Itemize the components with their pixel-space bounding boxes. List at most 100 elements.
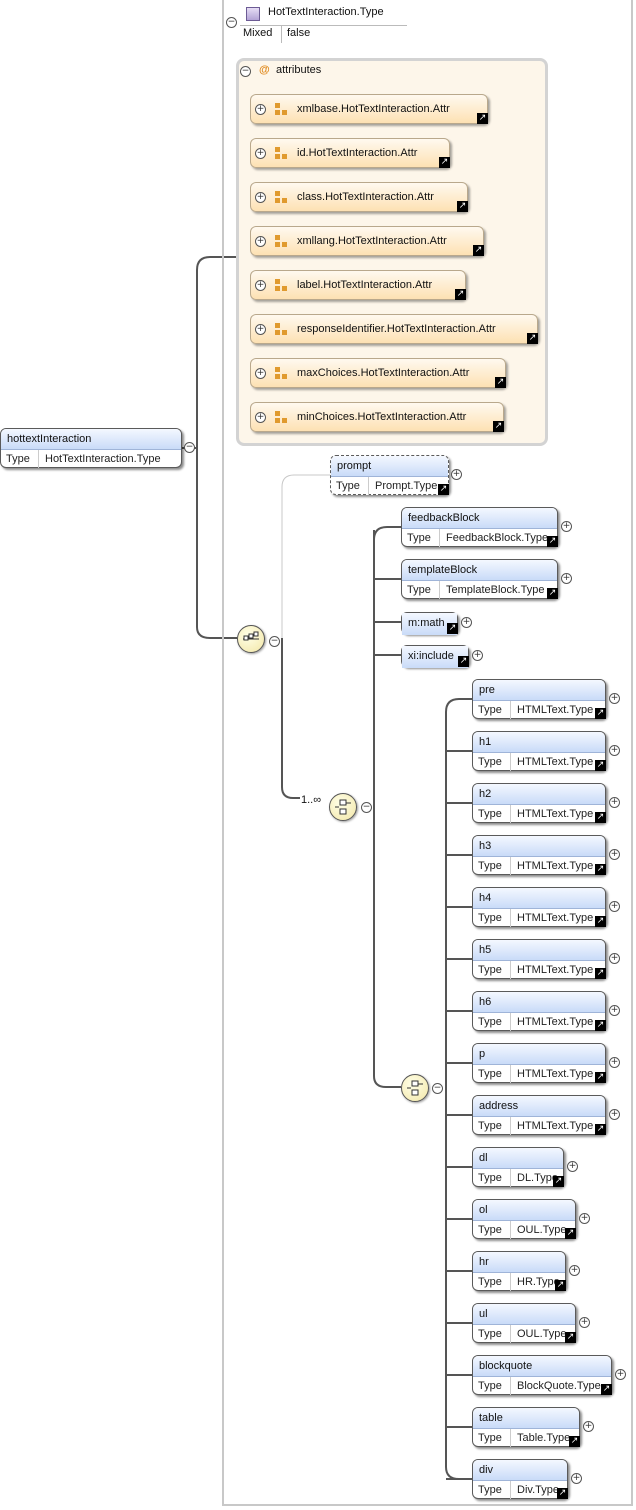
link-arrow-icon[interactable]: ↗ bbox=[473, 245, 484, 256]
element-expand-toggle[interactable]: + bbox=[609, 797, 620, 808]
link-arrow-icon[interactable]: ↗ bbox=[565, 1332, 576, 1343]
sequence-collapse-toggle[interactable]: − bbox=[269, 636, 280, 647]
attributes-collapse-toggle[interactable]: − bbox=[240, 66, 251, 77]
attribute-class[interactable]: +class.HotTextInteraction.Attr↗ bbox=[250, 182, 468, 212]
link-arrow-icon[interactable]: ↗ bbox=[595, 812, 606, 823]
link-arrow-icon[interactable]: ↗ bbox=[527, 333, 538, 344]
link-arrow-icon[interactable]: ↗ bbox=[447, 623, 458, 634]
link-arrow-icon[interactable]: ↗ bbox=[458, 656, 469, 667]
element-hottextInteraction[interactable]: hottextInteraction Type HotTextInteracti… bbox=[0, 428, 182, 468]
link-arrow-icon[interactable]: ↗ bbox=[595, 864, 606, 875]
link-arrow-icon[interactable]: ↗ bbox=[547, 588, 558, 599]
attribute-xmlbase[interactable]: +xmlbase.HotTextInteraction.Attr↗ bbox=[250, 94, 488, 124]
link-arrow-icon[interactable]: ↗ bbox=[455, 289, 466, 300]
element-expand-toggle[interactable]: + bbox=[609, 953, 620, 964]
link-arrow-icon[interactable]: ↗ bbox=[595, 708, 606, 719]
element-expand-toggle[interactable]: + bbox=[615, 1369, 626, 1380]
link-arrow-icon[interactable]: ↗ bbox=[595, 916, 606, 927]
choice-compositor-html[interactable] bbox=[401, 1074, 429, 1102]
choice-collapse-toggle[interactable]: − bbox=[361, 802, 372, 813]
element-expand-toggle[interactable]: + bbox=[609, 901, 620, 912]
element-expand-toggle[interactable]: + bbox=[571, 1473, 582, 1484]
attribute-name: label.HotTextInteraction.Attr bbox=[297, 279, 433, 291]
attribute-expand-toggle[interactable]: + bbox=[255, 192, 266, 203]
element-expand-toggle[interactable]: + bbox=[579, 1213, 590, 1224]
element-expand-toggle[interactable]: + bbox=[583, 1421, 594, 1432]
ref-expand-toggle[interactable]: + bbox=[461, 617, 472, 628]
attribute-minChoices[interactable]: +minChoices.HotTextInteraction.Attr↗ bbox=[250, 402, 504, 432]
attribute-responseIdentifier[interactable]: +responseIdentifier.HotTextInteraction.A… bbox=[250, 314, 538, 344]
element-expand-toggle[interactable]: + bbox=[561, 573, 572, 584]
element-expand-toggle[interactable]: + bbox=[609, 693, 620, 704]
link-arrow-icon[interactable]: ↗ bbox=[595, 968, 606, 979]
ref-m-math[interactable]: m:math↗ bbox=[401, 612, 458, 635]
link-arrow-icon[interactable]: ↗ bbox=[565, 1228, 576, 1239]
root-collapse-toggle[interactable]: − bbox=[184, 442, 195, 453]
attribute-id[interactable]: +id.HotTextInteraction.Attr↗ bbox=[250, 138, 450, 168]
link-arrow-icon[interactable]: ↗ bbox=[495, 377, 506, 388]
link-arrow-icon[interactable]: ↗ bbox=[569, 1436, 580, 1447]
choice-html-collapse-toggle[interactable]: − bbox=[432, 1083, 443, 1094]
link-arrow-icon[interactable]: ↗ bbox=[439, 157, 450, 168]
attribute-xmllang[interactable]: +xmllang.HotTextInteraction.Attr↗ bbox=[250, 226, 484, 256]
element-expand-toggle[interactable]: + bbox=[609, 1109, 620, 1120]
link-arrow-icon[interactable]: ↗ bbox=[595, 1020, 606, 1031]
element-prompt[interactable]: prompt Type Prompt.Type ↗ bbox=[330, 455, 449, 495]
link-arrow-icon[interactable]: ↗ bbox=[555, 1280, 566, 1291]
choice-compositor[interactable] bbox=[329, 793, 357, 821]
link-arrow-icon[interactable]: ↗ bbox=[553, 1176, 564, 1187]
link-arrow-icon[interactable]: ↗ bbox=[477, 113, 488, 124]
element-expand-toggle[interactable]: + bbox=[609, 849, 620, 860]
attribute-maxChoices[interactable]: +maxChoices.HotTextInteraction.Attr↗ bbox=[250, 358, 506, 388]
attribute-expand-toggle[interactable]: + bbox=[255, 412, 266, 423]
attribute-expand-toggle[interactable]: + bbox=[255, 368, 266, 379]
element-expand-toggle[interactable]: + bbox=[561, 521, 572, 532]
attribute-expand-toggle[interactable]: + bbox=[255, 104, 266, 115]
ref-xi-include[interactable]: xi:include↗ bbox=[401, 645, 469, 668]
attribute-expand-toggle[interactable]: + bbox=[255, 280, 266, 291]
link-arrow-icon[interactable]: ↗ bbox=[595, 1072, 606, 1083]
link-arrow-icon[interactable]: ↗ bbox=[493, 421, 504, 432]
attribute-expand-toggle[interactable]: + bbox=[255, 324, 266, 335]
element-expand-toggle[interactable]: + bbox=[609, 1005, 620, 1016]
element-expand-toggle[interactable]: + bbox=[579, 1317, 590, 1328]
complex-type-collapse-toggle[interactable]: − bbox=[226, 17, 237, 28]
element-expand-toggle[interactable]: + bbox=[609, 1057, 620, 1068]
link-arrow-icon[interactable]: ↗ bbox=[595, 1124, 606, 1135]
prompt-expand-toggle[interactable]: + bbox=[451, 469, 462, 480]
link-arrow-icon[interactable]: ↗ bbox=[557, 1488, 568, 1499]
link-arrow-icon[interactable]: ↗ bbox=[457, 201, 468, 212]
link-arrow-icon[interactable]: ↗ bbox=[438, 484, 449, 495]
ref-expand-toggle[interactable]: + bbox=[472, 650, 483, 661]
attribute-icon bbox=[275, 103, 287, 115]
sequence-compositor[interactable] bbox=[237, 625, 265, 653]
link-arrow-icon[interactable]: ↗ bbox=[595, 760, 606, 771]
element-expand-toggle[interactable]: + bbox=[609, 745, 620, 756]
element-expand-toggle[interactable]: + bbox=[567, 1161, 578, 1172]
link-arrow-icon[interactable]: ↗ bbox=[601, 1384, 612, 1395]
attribute-expand-toggle[interactable]: + bbox=[255, 236, 266, 247]
attribute-expand-toggle[interactable]: + bbox=[255, 148, 266, 159]
attribute-label[interactable]: + label.HotTextInteraction.Attr ↗ bbox=[250, 270, 466, 300]
element-expand-toggle[interactable]: + bbox=[569, 1265, 580, 1276]
link-arrow-icon[interactable]: ↗ bbox=[547, 536, 558, 547]
